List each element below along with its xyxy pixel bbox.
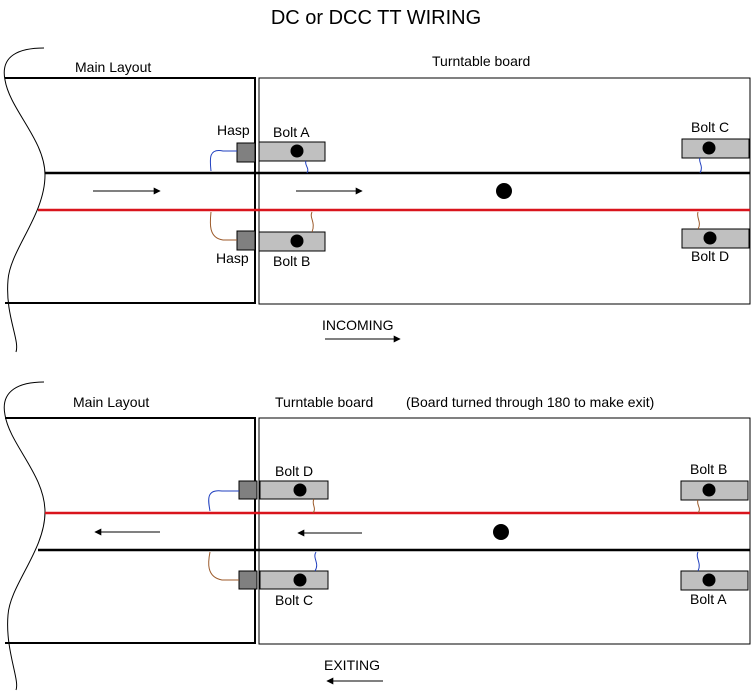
hasp-top-upper [236, 142, 256, 163]
turntable-label-bottom: Turntable board [275, 394, 373, 410]
main-layout-board-bottom [5, 417, 256, 644]
bolt-c-label-top: Bolt C [691, 119, 729, 135]
blue-wire-bolt-a-bottom [696, 551, 700, 572]
blue-wire-bolt-c-bottom [314, 551, 318, 572]
bolt-a-dot [290, 144, 304, 158]
bolt-a-dot-bottom [702, 573, 716, 587]
blue-wire-bolt-c [699, 157, 702, 174]
hasp-top-lower [236, 230, 256, 251]
turntable-label-top: Turntable board [432, 53, 530, 69]
bolt-b-label-top: Bolt B [273, 253, 310, 269]
exiting-section: Main Layout Turntable board (Board turne… [3, 381, 751, 691]
rotation-note: (Board turned through 180 to make exit) [406, 394, 654, 410]
diagram-title: DC or DCC TT WIRING [271, 7, 481, 29]
hasp-label-lower: Hasp [216, 250, 249, 266]
blue-wire-bolt-a [305, 160, 309, 174]
bolt-c-dot-bottom [293, 573, 307, 587]
hasp-bottom-upper [238, 480, 258, 500]
brown-wire-bolt-b [310, 211, 314, 233]
bolt-c-top [681, 138, 750, 159]
bolt-a-label-bottom: Bolt A [690, 591, 727, 607]
bolt-d-label-top: Bolt D [691, 248, 729, 264]
turntable-pivot-top [496, 183, 512, 199]
incoming-label: INCOMING [322, 317, 394, 333]
brown-wire-hasp-bottom [208, 551, 239, 581]
bolt-d-dot [703, 231, 717, 245]
bolt-c-label-bottom: Bolt C [275, 592, 313, 608]
turntable-board-top [258, 77, 751, 305]
incoming-section: Main Layout Turntable board Hasp Hasp Bo… [3, 47, 751, 353]
bolt-d-label-bottom: Bolt D [275, 463, 313, 479]
bolt-c-dot [702, 141, 716, 155]
bolt-b-dot [290, 234, 304, 248]
brown-wire-bolt-b-bottom [697, 499, 700, 514]
blue-wire-hasp-top [209, 150, 237, 172]
brown-wire-bolt-d-bottom [312, 498, 315, 514]
bolt-a-label-top: Bolt A [273, 124, 310, 140]
exiting-label: EXITING [324, 657, 380, 673]
hasp-label-upper: Hasp [217, 122, 250, 138]
brown-wire-hasp-top [209, 211, 237, 241]
main-layout-edge-top [3, 47, 46, 353]
blue-wire-hasp-bottom [208, 490, 239, 512]
turntable-pivot-bottom [493, 524, 509, 540]
bolt-b-label-bottom: Bolt B [690, 461, 727, 477]
bolt-b-dot-bottom [702, 483, 716, 497]
bolt-d-dot-bottom [293, 483, 307, 497]
main-layout-board-top [5, 77, 256, 304]
hasp-bottom-lower [238, 570, 258, 590]
main-layout-label-top: Main Layout [75, 59, 151, 75]
brown-wire-bolt-d [697, 211, 700, 230]
main-layout-label-bottom: Main Layout [73, 394, 149, 410]
turntable-board-bottom [258, 417, 751, 645]
